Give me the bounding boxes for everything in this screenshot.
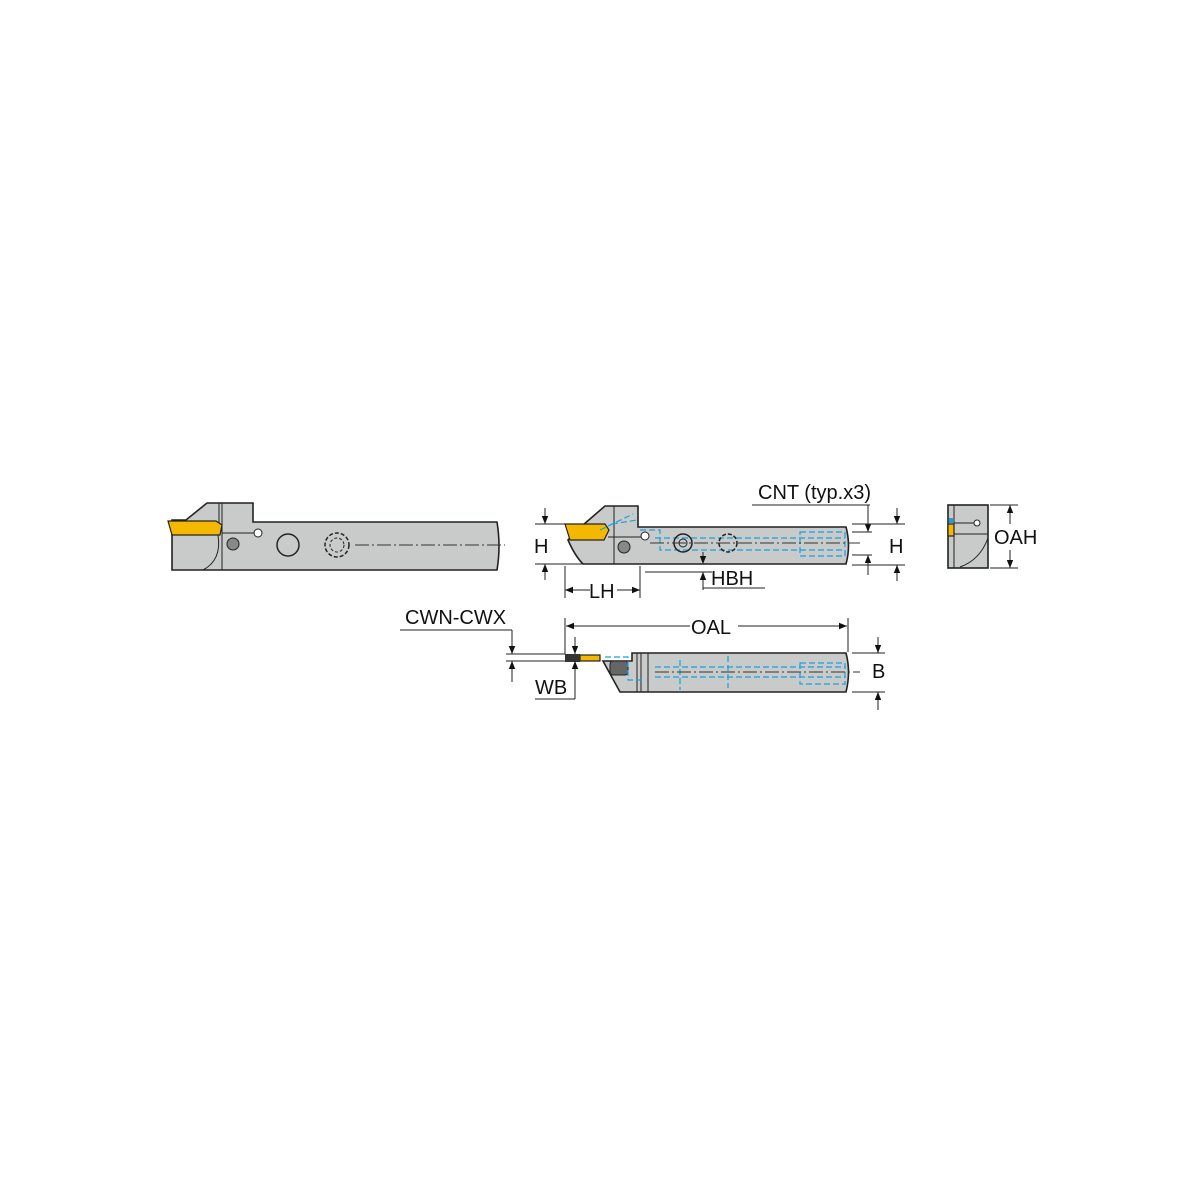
insert-icon xyxy=(564,523,610,541)
insert-icon xyxy=(579,654,601,662)
wb-dimension-label: WB xyxy=(535,677,567,699)
hole-icon xyxy=(276,533,300,557)
h-right-dimension-label: H xyxy=(889,536,903,558)
top-view: H LH HBH CNT (typ.x3) H xyxy=(534,482,905,603)
side-view xyxy=(167,502,505,571)
clamp-screw-icon xyxy=(718,533,738,553)
b-dimension-label: B xyxy=(872,661,885,683)
oah-dimension-label: OAH xyxy=(994,527,1037,549)
insert-icon xyxy=(167,520,223,536)
cwn-cwx-dimension-label: CWN-CWX xyxy=(405,607,506,629)
oal-dimension-label: OAL xyxy=(691,617,731,639)
insert-icon xyxy=(947,523,955,537)
lh-dimension-label: LH xyxy=(589,581,615,603)
h-dimension-label: H xyxy=(534,536,548,558)
screw-icon xyxy=(617,540,631,554)
hbh-dimension-label: HBH xyxy=(711,568,753,590)
cnt-dimension-label: CNT (typ.x3) xyxy=(758,482,871,504)
screw-icon xyxy=(226,537,240,551)
bottom-view: OAL B CWN-CWX WB xyxy=(400,607,885,710)
end-view: OAH xyxy=(947,504,1037,569)
